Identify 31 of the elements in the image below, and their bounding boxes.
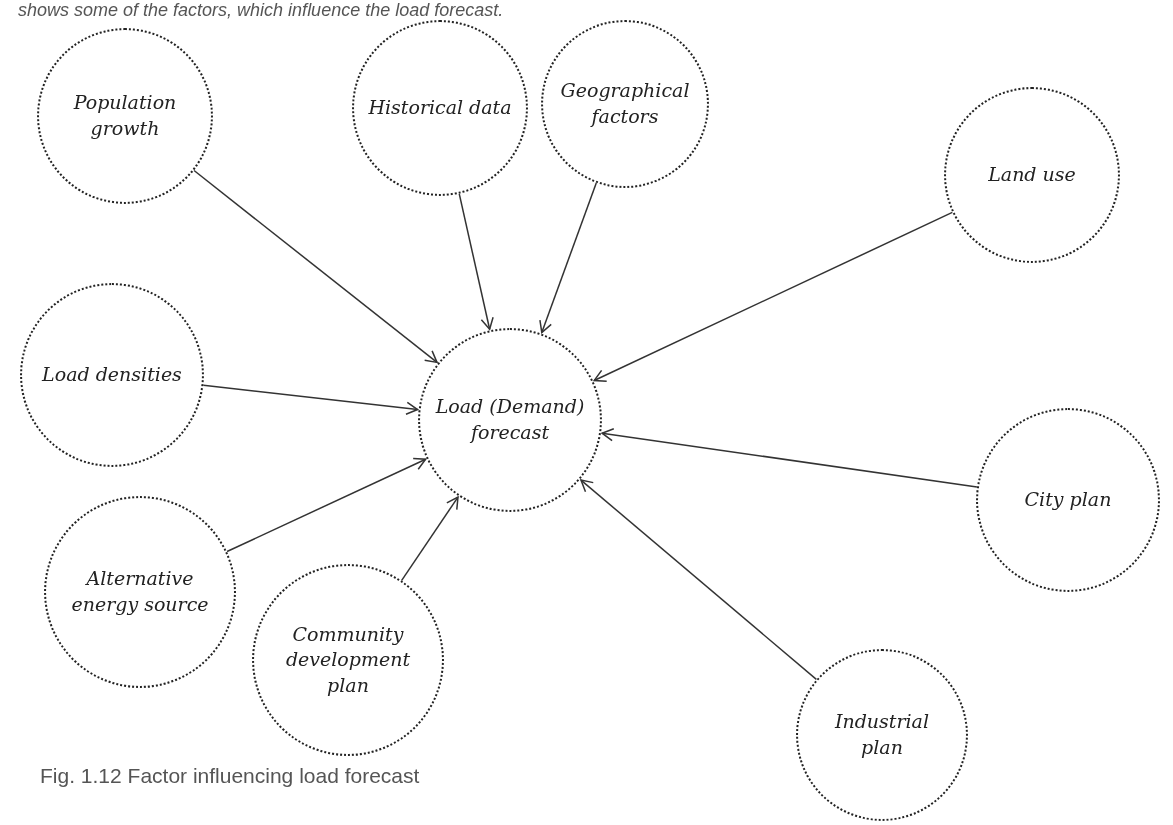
factor-circle (252, 564, 444, 756)
factor-circle (352, 20, 528, 196)
factor-circle (976, 408, 1160, 592)
factor-circle (44, 496, 236, 688)
factor-label: Load (Demand) forecast (434, 394, 586, 445)
factor-label: Geographical factors (559, 78, 691, 129)
factor-label: Load densities (42, 362, 182, 388)
arrow (193, 169, 438, 364)
factor-circle (944, 87, 1120, 263)
note-text: shows some of the factors, which influence the load forecast. (18, 0, 504, 21)
figure-caption: Fig. 1.12 Factor influencing load forecast (40, 764, 420, 788)
arrow (400, 496, 459, 582)
arrow (593, 211, 954, 382)
factor-circle (418, 328, 602, 512)
arrow (202, 384, 419, 416)
arrow (580, 479, 818, 681)
arrow (458, 193, 494, 330)
arrow (539, 182, 597, 334)
factor-label: Industrial plan (833, 709, 931, 760)
factor-label: Land use (988, 162, 1076, 188)
factor-circle (20, 283, 204, 467)
factor-label: Historical data (368, 95, 512, 121)
factor-circle (796, 649, 968, 821)
factor-label: Community development plan (284, 621, 412, 698)
factor-label: City plan (1024, 487, 1112, 513)
arrow (226, 457, 427, 553)
factor-label: Population growth (72, 90, 178, 141)
factor-circle (541, 20, 709, 188)
factor-label: Alternative energy source (70, 566, 210, 617)
factor-circle (37, 28, 213, 204)
arrow (601, 428, 978, 488)
